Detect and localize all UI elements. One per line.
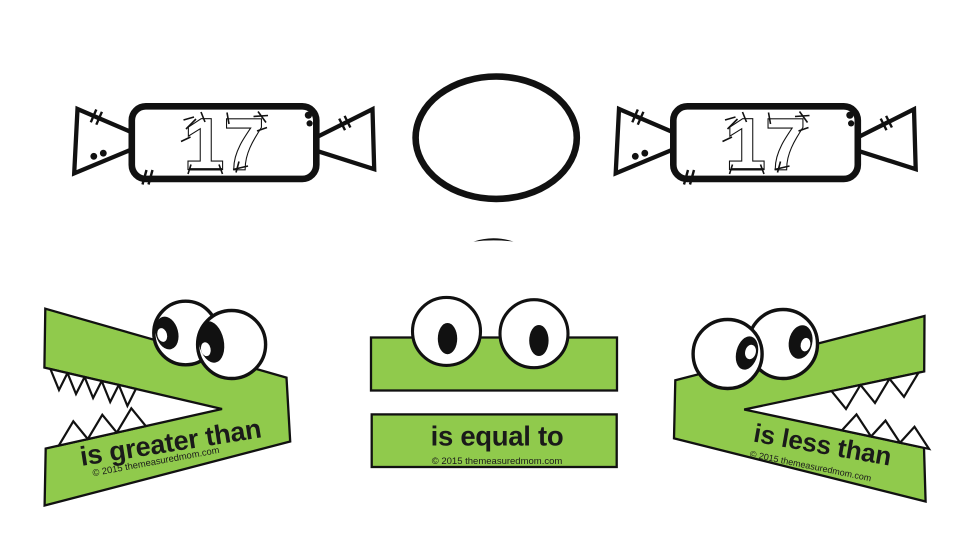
svg-text:© 2015 themeasuredmom.com: © 2015 themeasuredmom.com <box>432 456 563 467</box>
svg-text:is equal to: is equal to <box>431 421 564 452</box>
svg-text:17: 17 <box>184 105 264 185</box>
